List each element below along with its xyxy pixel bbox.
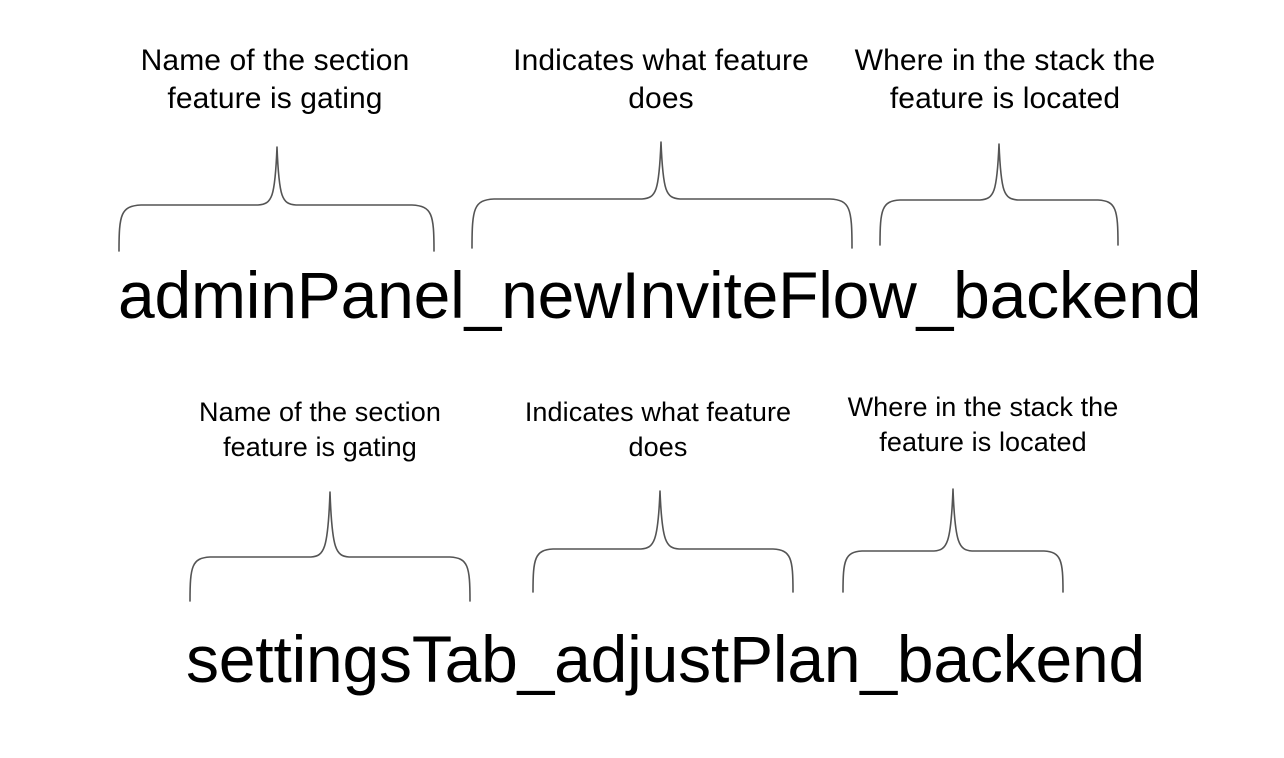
brace-row1-segment1 xyxy=(118,146,435,252)
brace-row2-segment1 xyxy=(189,491,471,602)
caption-row1-segment3: Where in the stack the feature is locate… xyxy=(854,44,1156,116)
caption-row1-segment2: Indicates what feature does xyxy=(513,44,809,116)
caption-row2-segment3: Where in the stack the feature is locate… xyxy=(847,392,1119,457)
brace-row2-segment2 xyxy=(532,490,794,593)
caption-row2-segment2: Indicates what feature does xyxy=(524,397,792,462)
brace-row1-segment3 xyxy=(879,143,1119,246)
caption-row2-segment1: Name of the section feature is gating xyxy=(198,397,442,462)
brace-row1-segment2 xyxy=(471,141,853,249)
flag-name-row2: settingsTab_adjustPlan_backend xyxy=(186,622,1146,696)
brace-row2-segment3 xyxy=(842,488,1064,593)
flag-name-row1: adminPanel_newInviteFlow_backend xyxy=(118,258,1202,332)
caption-row1-segment1: Name of the section feature is gating xyxy=(140,44,410,116)
